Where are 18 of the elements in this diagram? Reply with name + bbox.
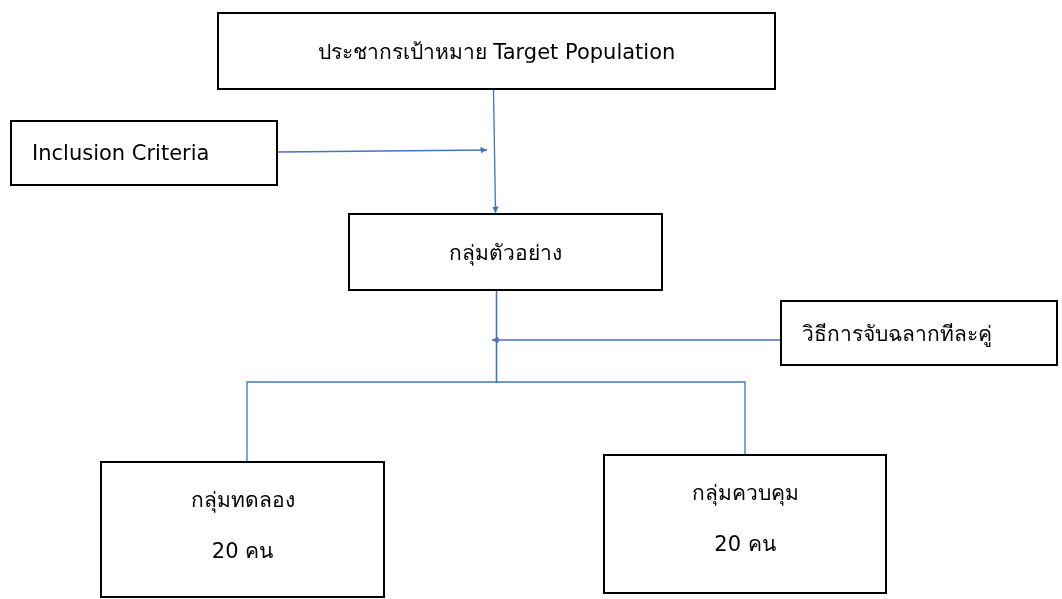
box-label: กลุ่มควบคุม — [691, 480, 799, 508]
box-label: Inclusion Criteria — [32, 141, 210, 165]
box-label: วิธีการจับฉลากทีละคู่ — [802, 320, 992, 349]
arrow — [492, 89, 499, 214]
box-label: 20 คน — [211, 538, 274, 565]
box-label: กลุ่มทดลอง — [190, 487, 295, 515]
arrow — [491, 336, 781, 344]
process-box — [217, 12, 776, 90]
process-box — [348, 213, 663, 291]
process-box — [603, 454, 887, 594]
box-label: ประชากรเป้าหมาย Target Population — [317, 38, 676, 66]
box-label: กลุ่มตัวอย่าง — [449, 239, 562, 268]
process-box — [100, 461, 385, 598]
process-box — [780, 300, 1058, 366]
arrow — [277, 146, 488, 154]
process-box — [10, 120, 278, 186]
connector-line — [495, 290, 746, 455]
box-label: 20 คน — [714, 531, 776, 558]
